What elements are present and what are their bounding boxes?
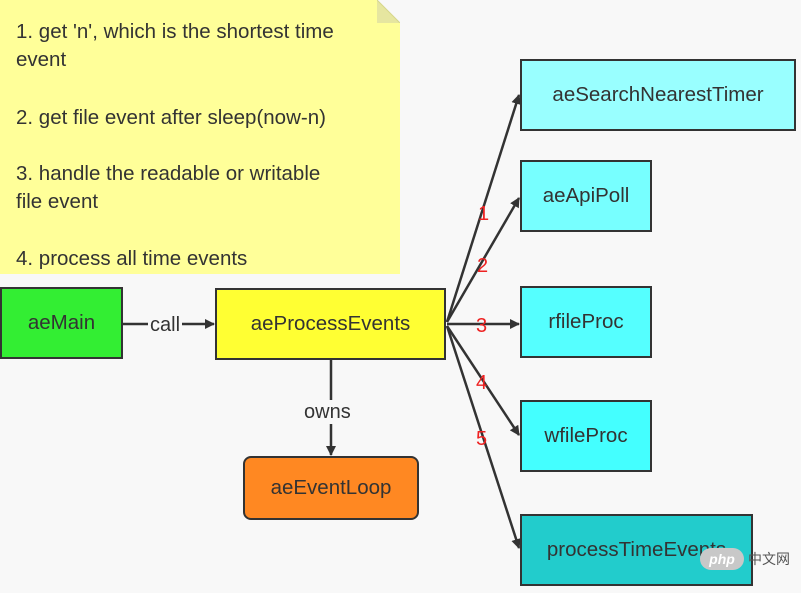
node-rfileproc: rfileProc [520,286,652,358]
node-wfileproc: wfileProc [520,400,652,472]
edge-label-call: call [148,313,183,337]
note-fold-corner [377,0,400,23]
note-line: 4. process all time events [16,247,248,270]
arrow-step-2 [445,197,521,323]
node-aesearchnearesttimer: aeSearchNearestTimer [520,59,796,131]
node-aeapipoll: aeApiPoll [520,160,652,232]
note-line: event [16,48,67,71]
step-number: 5 [476,428,488,450]
sticky-note: 1. get 'n', which is the shortest time e… [0,0,400,274]
step-number: 1 [478,203,490,225]
step-number: 4 [476,372,488,394]
arrow-step-4 [445,325,521,436]
note-line: 2. get file event after sleep(now-n) [16,106,326,129]
watermark-text: 中文网 [748,551,790,567]
node-aeprocessevents: aeProcessEvents [215,288,446,360]
node-processtimeevents: processTimeEvents [520,514,753,586]
node-aeeventloop: aeEventLoop [243,456,419,520]
step-number: 2 [477,255,489,277]
arrow-step-1 [445,94,522,323]
note-line: 1. get 'n', which is the shortest time [16,20,334,43]
note-line: file event [16,190,99,213]
node-aemain: aeMain [0,287,123,359]
note-line: 3. handle the readable or writable [16,162,321,185]
watermark: php 中文网 [700,546,796,572]
edge-label-owns: owns [302,400,353,424]
arrow-step-5 [445,325,521,549]
step-number: 3 [476,315,488,337]
php-logo: php [700,548,744,570]
